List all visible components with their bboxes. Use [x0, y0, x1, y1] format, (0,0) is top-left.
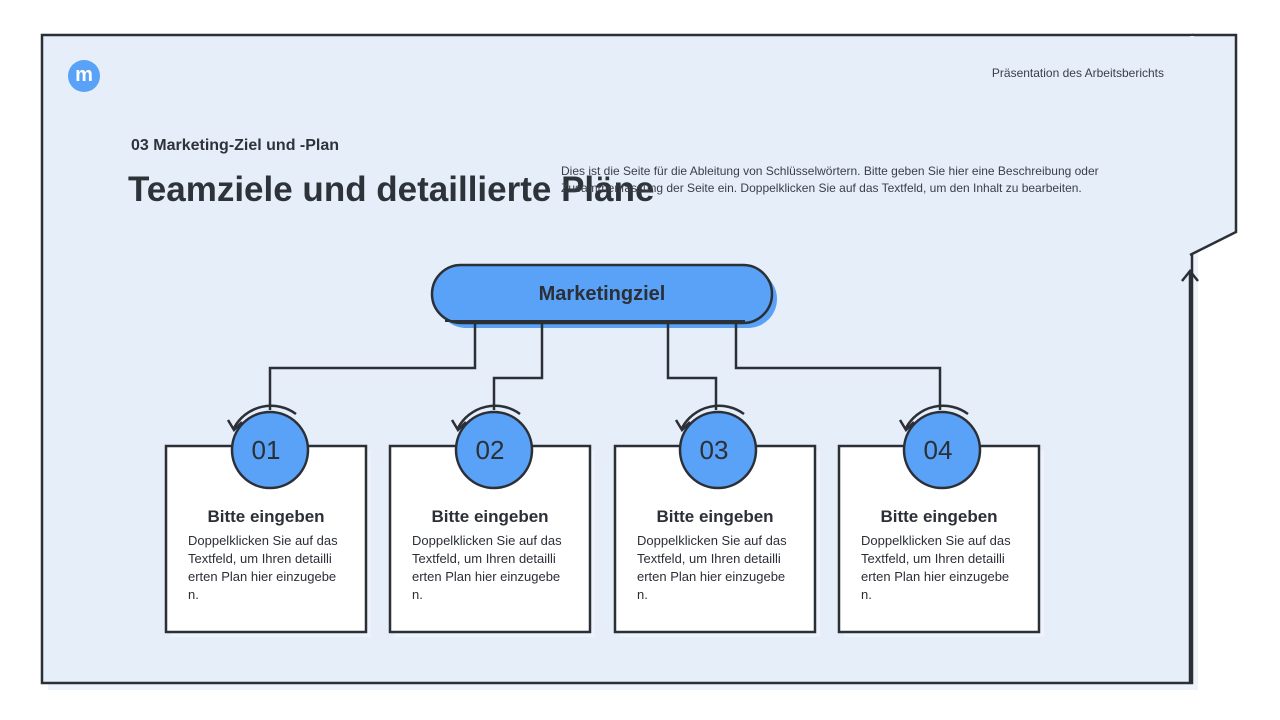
card-body-2[interactable]: Doppelklicken Sie auf das Textfeld, um I…: [412, 533, 562, 602]
logo-letter: m: [75, 64, 93, 86]
presentation-label: Präsentation des Arbeitsberichts: [991, 66, 1164, 80]
card-number-1: 01: [251, 434, 281, 465]
page-title[interactable]: Teamziele und detaillierte Pläne: [128, 170, 655, 209]
goal-label[interactable]: Marketingziel: [538, 282, 666, 305]
card-body-4[interactable]: Doppelklicken Sie auf das Textfeld, um I…: [861, 533, 1011, 602]
description-text[interactable]: Dies ist die Seite für die Ableitung von…: [561, 164, 1099, 195]
app-logo: m: [68, 60, 100, 92]
goal-pill: [430, 263, 774, 325]
card-title-4[interactable]: Bitte eingeben: [880, 507, 998, 526]
section-label[interactable]: 03 Marketing-Ziel und -Plan: [131, 137, 340, 154]
card-body-3[interactable]: Doppelklicken Sie auf das Textfeld, um I…: [637, 533, 787, 602]
number-circles: [226, 404, 982, 490]
right-arrow-head: [1181, 268, 1199, 282]
card-title-3[interactable]: Bitte eingeben: [656, 507, 774, 526]
card-body-1[interactable]: Doppelklicken Sie auf das Textfeld, um I…: [188, 533, 338, 602]
card-number-4: 04: [923, 434, 953, 465]
page-fold: [1189, 33, 1238, 257]
connector-lines: [268, 323, 942, 410]
card-title-2[interactable]: Bitte eingeben: [431, 507, 549, 526]
card-number-2: 02: [475, 434, 505, 465]
card-number-3: 03: [699, 434, 729, 465]
card-title-1[interactable]: Bitte eingeben: [207, 507, 325, 526]
